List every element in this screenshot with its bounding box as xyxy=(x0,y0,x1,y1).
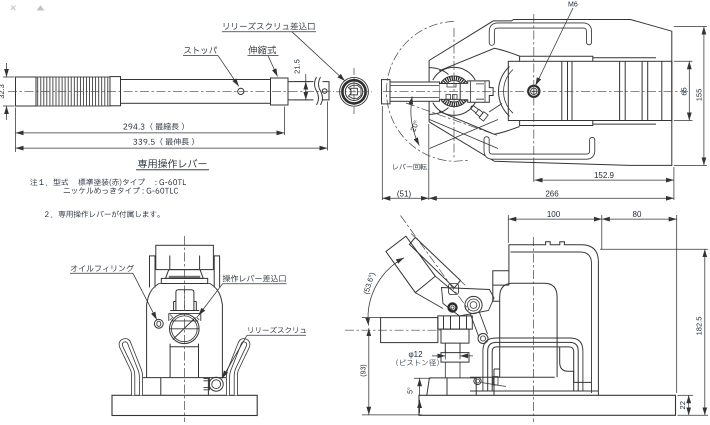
svg-text:M6: M6 xyxy=(568,2,578,9)
svg-text:22: 22 xyxy=(678,401,687,409)
svg-text:155: 155 xyxy=(694,89,703,102)
svg-text:21.5: 21.5 xyxy=(293,59,302,74)
svg-text:32.3: 32.3 xyxy=(0,84,6,99)
svg-text:80: 80 xyxy=(633,210,642,219)
svg-text:(93): (93) xyxy=(361,364,368,376)
svg-text:65: 65 xyxy=(680,87,689,95)
svg-text:100: 100 xyxy=(547,210,561,219)
svg-text:φ12: φ12 xyxy=(408,350,423,359)
svg-text:182.5: 182.5 xyxy=(695,317,704,336)
svg-text:5°: 5° xyxy=(407,387,415,394)
svg-text:(53.6°): (53.6°) xyxy=(362,271,377,296)
svg-text:152.9: 152.9 xyxy=(594,171,615,180)
svg-text:266: 266 xyxy=(545,189,559,198)
svg-text:20°: 20° xyxy=(408,119,421,133)
svg-text:(51): (51) xyxy=(397,189,412,198)
